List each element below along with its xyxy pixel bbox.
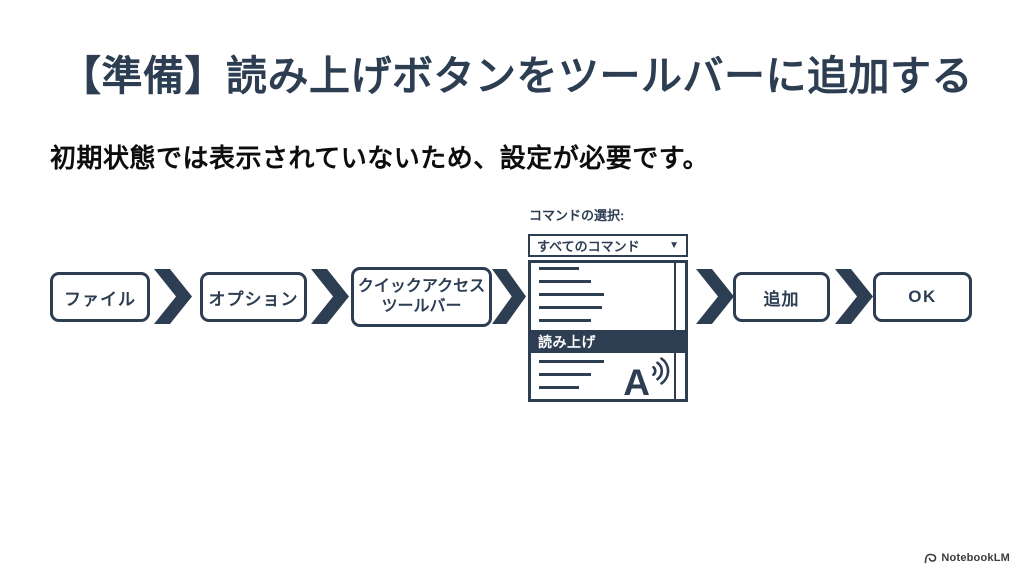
arrow-chevron-icon xyxy=(154,269,192,324)
flow-step-file-label: ファイル xyxy=(64,289,136,309)
notebooklm-icon xyxy=(925,553,937,563)
list-item-placeholder xyxy=(539,373,591,376)
list-item-placeholder xyxy=(539,306,602,309)
selected-item-label: 読み上げ xyxy=(538,333,596,350)
flow-step-options-label: オプション xyxy=(208,289,299,309)
page-subtitle: 初期状態では表示されていないため、設定が必要です。 xyxy=(50,143,710,173)
command-select-label: コマンドの選択: xyxy=(529,208,625,223)
page-title: 【準備】読み上げボタンをツールバーに追加する xyxy=(60,53,973,99)
list-item-placeholder xyxy=(539,386,579,389)
dropdown-value: すべてのコマンド xyxy=(537,239,640,254)
watermark: NotebookLM xyxy=(924,552,1010,564)
add-button-label: 追加 xyxy=(763,289,800,309)
arrow-chevron-icon xyxy=(835,269,873,324)
list-item-placeholder xyxy=(539,293,604,296)
list-item-read-aloud-selected[interactable]: 読み上げ xyxy=(531,330,685,353)
command-listbox[interactable]: 読み上げ A xyxy=(528,260,688,402)
watermark-label: NotebookLM xyxy=(941,552,1010,564)
ok-button-label: OK xyxy=(908,287,937,306)
list-item-placeholder xyxy=(539,280,591,283)
arrow-chevron-icon xyxy=(696,269,734,324)
list-item-placeholder xyxy=(539,319,591,322)
flow-step-options[interactable]: オプション xyxy=(200,272,307,322)
flow-step-file[interactable]: ファイル xyxy=(50,272,150,322)
command-category-dropdown[interactable]: すべてのコマンド ▼ xyxy=(528,234,688,257)
list-item-placeholder xyxy=(539,360,604,363)
dropdown-arrow-icon[interactable]: ▼ xyxy=(669,239,679,251)
arrow-chevron-icon xyxy=(311,269,349,324)
flow-step-quick-access-label: クイックアクセス ツールバー xyxy=(357,278,486,315)
sound-waves-icon xyxy=(652,357,670,385)
flow-step-quick-access-toolbar[interactable]: クイックアクセス ツールバー xyxy=(351,267,492,327)
ok-button[interactable]: OK xyxy=(873,272,972,322)
list-item-placeholder xyxy=(539,267,579,270)
add-button[interactable]: 追加 xyxy=(733,272,830,322)
arrow-chevron-icon xyxy=(492,269,526,324)
read-aloud-icon: A xyxy=(623,357,671,401)
